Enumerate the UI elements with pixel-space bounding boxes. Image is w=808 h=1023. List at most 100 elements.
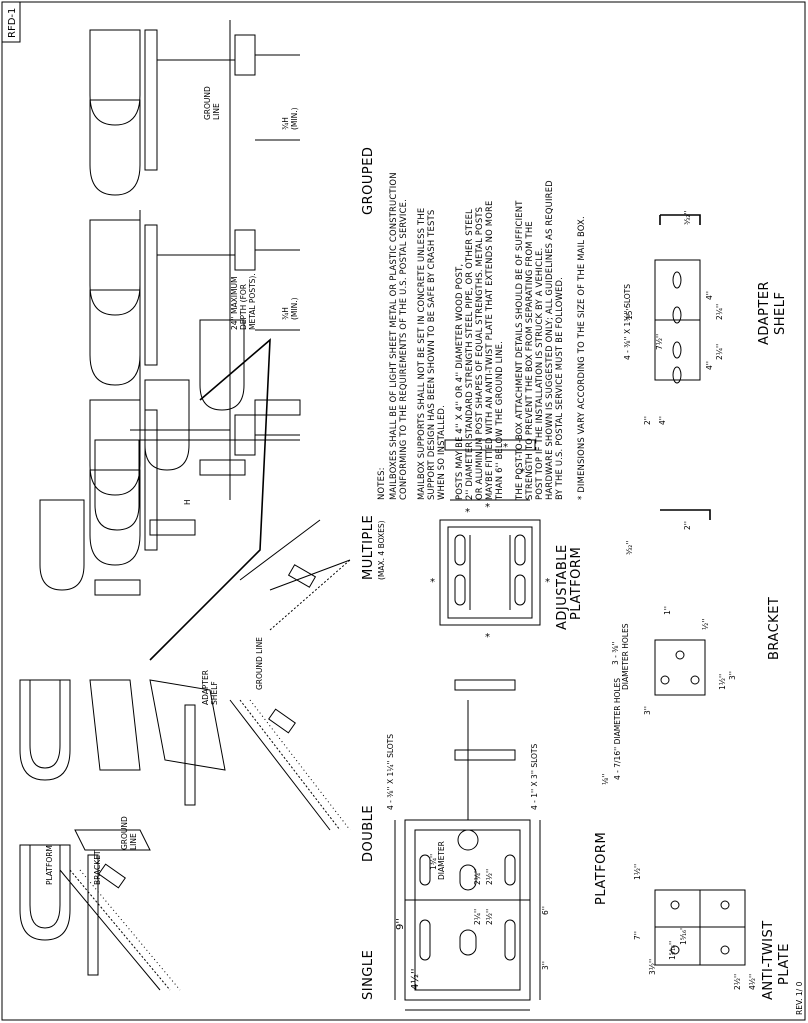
view-title-platform: PLATFORM	[594, 832, 609, 905]
platform-slots-a: 4 - ⅜'' X 1¼'' SLOTS	[386, 734, 395, 810]
grouped-min-h-2b: (MIN.)	[290, 297, 299, 320]
note-4-line-4: HARDWARE SHOWN IS SUGGESTED ONLY; ALL GU…	[544, 180, 554, 500]
grouped-ground-line-2: LINE	[212, 103, 221, 120]
view-title-double: DOUBLE	[361, 805, 376, 862]
note-4-line-5: BY THE U.S. POSTAL SERVICE MUST BE FOLLO…	[554, 277, 564, 500]
star-5: *	[503, 442, 508, 453]
shelf-dim-15: 15''	[625, 306, 634, 320]
adapter-shelf-detail	[654, 214, 701, 384]
note-3-line-2: 2'' DIAMETER STANDARD STRENGTH STEEL PIP…	[464, 209, 474, 500]
bracket-dim-2: 2''	[683, 521, 692, 530]
note-3-line-5: THAN 6'' BELOW THE GROUND LINE.	[494, 341, 504, 501]
twist-dim-1-5: 1½''	[633, 864, 642, 880]
platform-dim-4-5: 4½''	[409, 968, 421, 990]
callout-ground-line: GROUND LINE	[255, 637, 264, 690]
view-title-single: SINGLE	[361, 950, 376, 1000]
bracket-dim-1: 1''	[663, 606, 672, 615]
adjustable-platform-detail	[439, 439, 541, 626]
bracket-holes: 3 - ⅜''	[611, 641, 620, 665]
platform-dim-3: 3''	[541, 961, 550, 970]
platform-dim-2-5-b: 2½''	[485, 869, 494, 885]
grouped-min-h-1b: (MIN.)	[290, 107, 299, 130]
view-title-grouped: GROUPED	[361, 147, 376, 215]
bracket-dim-3-a: 3''	[643, 706, 652, 715]
view-title-adapter-shelf-2: SHELF	[773, 292, 788, 335]
grouped-ground-line-1: GROUND	[203, 86, 212, 120]
grouped-min-h-1a: ¾H	[281, 117, 290, 130]
star-7: *	[520, 467, 525, 478]
note-4-line-2: STRENGTH TO PREVENT THE BOX FROM SEPARAT…	[524, 221, 534, 500]
platform-holes: 4 - 7/16'' DIAMETER HOLES	[613, 678, 622, 780]
star-4: *	[485, 502, 490, 513]
anti-twist-plate-detail	[654, 889, 746, 966]
callout-max-depth-2: DEPTH (FOR	[239, 284, 248, 330]
twist-dim-1-3-16-a: 1⁵⁄₁₆''	[668, 941, 677, 960]
note-3-line-4: MAYBE FITTED WITH AN ANTI-TWIST PLATE TH…	[484, 200, 494, 500]
note-4-line-3: POST TOP IF THE INSTALLATION IS STRUCK B…	[534, 248, 544, 500]
note-5: * DIMENSIONS VARY ACCORDING TO THE SIZE …	[576, 216, 586, 500]
twist-dim-7: 7''	[633, 931, 642, 940]
note-2-line-3: WHEN SO INSTALLED.	[436, 405, 446, 500]
platform-dim-2-25-a: 2¼''	[473, 909, 482, 925]
bracket-dim-3-32: ³⁄₃₂''	[625, 541, 634, 555]
view-title-anti-twist-1: ANTI-TWIST	[761, 920, 776, 1000]
shelf-dim-2-25-b: 2¼''	[715, 344, 724, 360]
bracket-dim-1-5: 1½''	[718, 674, 727, 690]
revision-label: REV. 1/ 0	[795, 981, 804, 1015]
platform-dim-6: 6''	[541, 906, 550, 915]
shelf-dim-3-32: ³⁄₃₂''	[683, 211, 692, 225]
note-1-line-1: MAILBOXES SHALL BE OF LIGHT SHEET METAL …	[388, 172, 398, 500]
shelf-dim-4-c: 4''	[658, 416, 667, 425]
note-2-line-1: MAILBOX SUPPORTS SHALL NOT BE SET IN CON…	[416, 208, 426, 500]
star-3: *	[485, 632, 490, 643]
bracket-dim-1-2: ½''	[701, 619, 710, 630]
grouped-installation-view	[89, 20, 300, 566]
view-title-anti-twist-2: PLATE	[777, 943, 792, 985]
bracket-dim-3-b: 3''	[728, 671, 737, 680]
twist-dim-4-5: 4½''	[748, 974, 757, 990]
star-6: *	[465, 507, 470, 518]
note-3-line-1: POSTS MAY BE 4'' X 4'' OR 4'' DIAMETER W…	[454, 264, 464, 500]
view-title-multiple-sub: (MAX. 4 BOXES)	[377, 520, 386, 580]
notes-block: MAILBOXES SHALL BE OF LIGHT SHEET METAL …	[388, 172, 586, 501]
callout-adapter-shelf-2: SHELF	[210, 681, 219, 705]
view-title-multiple: MULTIPLE	[361, 515, 376, 580]
callout-max-depth-1: 24'' MAXIMUM	[230, 277, 239, 330]
platform-detail	[394, 679, 541, 1011]
sheet-id: RFD-1	[7, 8, 18, 38]
star-1: *	[545, 577, 550, 588]
sheet-id-box	[1, 1, 21, 43]
note-4-line-1: THE POST-TO-BOX ATTACHMENT DETAILS SHOUL…	[514, 200, 524, 501]
twist-dim-3-5: 3½''	[648, 959, 657, 975]
bracket-detail	[654, 509, 711, 696]
view-title-adjustable-platform-2: PLATFORM	[569, 547, 584, 620]
shelf-dim-7-5: 7½''	[655, 334, 664, 350]
shelf-dim-2: 2''	[643, 416, 652, 425]
double-installation-view	[19, 679, 351, 831]
grouped-h: H	[183, 499, 192, 505]
callout-max-depth-3: METAL POSTS).	[248, 273, 257, 330]
grouped-min-h-2a: ¾H	[281, 307, 290, 320]
star-2: *	[430, 577, 435, 588]
shelf-slots: 4 - ⅜'' X 1⅜'' SLOTS	[623, 284, 632, 360]
twist-dim-1-3-16-b: 1⁵⁄₁₆''	[679, 926, 688, 945]
callout-platform: PLATFORM	[45, 845, 54, 885]
view-title-adapter-shelf-1: ADAPTER	[757, 281, 772, 345]
platform-dim-1-75-b: DIAMETER	[437, 841, 446, 880]
platform-dim-1-8: ⅛''	[601, 774, 610, 785]
callout-ground-line-1: GROUND	[120, 816, 129, 850]
single-installation-view	[19, 829, 181, 991]
platform-slots-b: 4 - 1'' X 3'' SLOTS	[530, 744, 539, 810]
notes-heading: NOTES:	[376, 467, 386, 500]
callout-bracket: BRACKET	[93, 850, 102, 885]
view-title-adjustable-platform-1: ADJUSTABLE	[555, 544, 570, 630]
platform-dim-9: 9''	[395, 918, 406, 930]
platform-dim-1-75-a: 1¾''	[429, 854, 438, 870]
platform-dim-2-5-a: 2½''	[485, 909, 494, 925]
callout-ground-line-2: LINE	[129, 833, 138, 850]
shelf-dim-4-b: 4''	[705, 361, 714, 370]
shelf-dim-4-a: 4''	[705, 291, 714, 300]
note-1-line-2: CONFORMING TO THE REQUIREMENTS OF THE U.…	[398, 199, 408, 500]
